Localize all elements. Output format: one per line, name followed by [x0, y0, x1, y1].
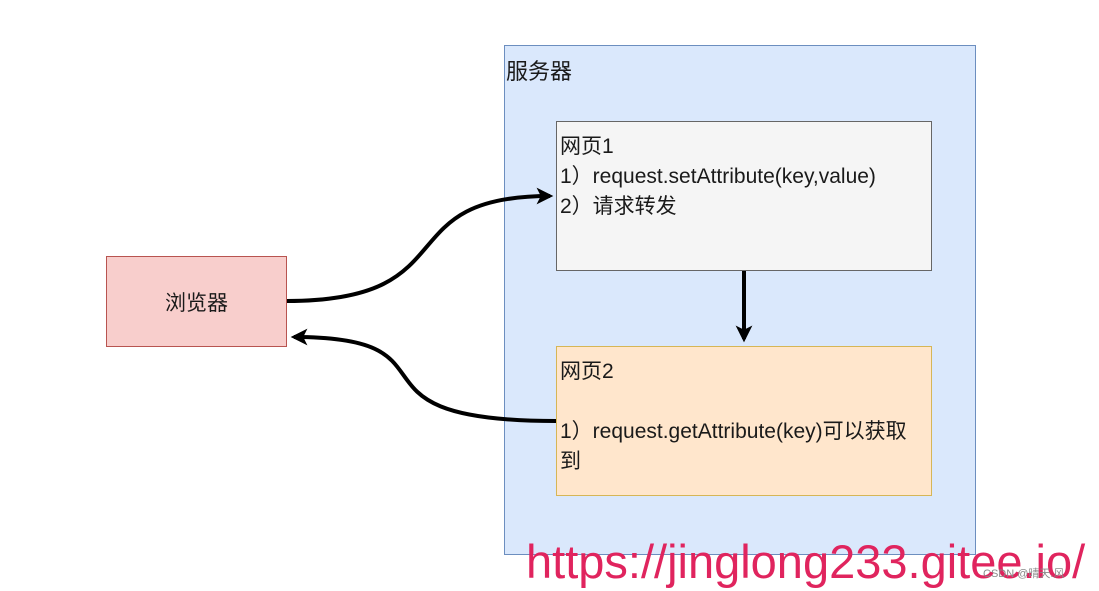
server-label: 服务器 [506, 59, 573, 84]
browser-label: 浏览器 [165, 291, 228, 315]
page2-node: 网页2 1）request.getAttribute(key)可以获取到 [556, 346, 932, 496]
watermark-url: https://jinglong233.gitee.io/ [526, 535, 1086, 588]
page2-step-get-attribute: 1）request.getAttribute(key)可以获取到 [560, 420, 907, 473]
page2-title: 网页2 [560, 360, 614, 383]
page1-step-set-attribute: 1）request.setAttribute(key,value) [560, 165, 876, 188]
browser-node: 浏览器 [106, 256, 287, 347]
page2-spacer [560, 387, 923, 417]
page1-step-forward: 2）请求转发 [560, 195, 677, 218]
page1-node: 网页1 1）request.setAttribute(key,value) 2）… [556, 121, 932, 271]
watermark-credit: CSDN @晴天.风 [983, 568, 1065, 580]
page1-title: 网页1 [560, 135, 614, 158]
